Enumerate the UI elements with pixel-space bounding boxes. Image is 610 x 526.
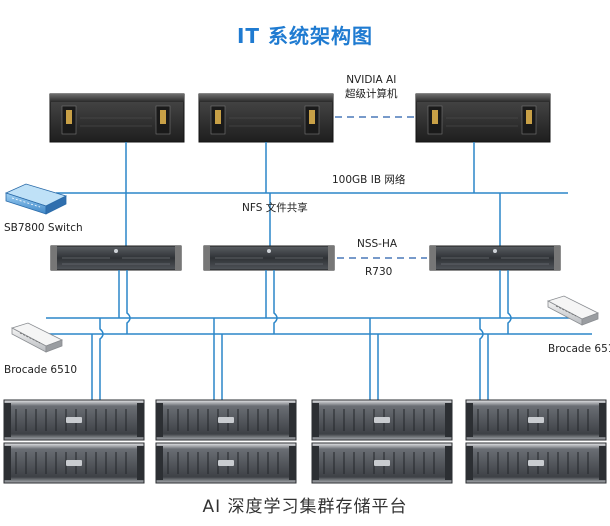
storage-array xyxy=(3,399,607,484)
storage-enclosure xyxy=(3,399,145,441)
r730-server-3 xyxy=(429,245,561,271)
footer-caption: AI 深度学习集群存储平台 xyxy=(202,497,408,517)
gpu-server-3 xyxy=(415,93,551,143)
storage-enclosure xyxy=(155,442,297,484)
san-fabric xyxy=(46,270,592,400)
sb7800-switch xyxy=(4,183,68,215)
storage-enclosure xyxy=(3,442,145,484)
brocade-left-label: Brocade 6510 xyxy=(4,364,78,376)
nfs-label: NFS 文件共享 xyxy=(242,202,308,214)
nvidia-label-line1: NVIDIA AI xyxy=(346,74,397,86)
switch-label: SB7800 Switch xyxy=(4,222,83,234)
nss-ha-label: NSS-HA xyxy=(357,238,398,250)
page-title: IT 系统架构图 xyxy=(236,24,374,48)
storage-enclosure xyxy=(155,399,297,441)
ib-to-r730-links xyxy=(125,193,501,246)
r730-server-1 xyxy=(50,245,182,271)
storage-enclosure xyxy=(311,442,453,484)
gpu-server-1 xyxy=(49,93,185,143)
r730-label: R730 xyxy=(365,266,393,278)
brocade-6510-right xyxy=(546,295,599,326)
storage-enclosure xyxy=(465,442,607,484)
ib-network-label: 100GB IB 网络 xyxy=(332,174,406,186)
brocade-6510-left xyxy=(10,322,63,353)
r730-server-2 xyxy=(203,245,335,271)
nvidia-label-line2: 超级计算机 xyxy=(345,87,398,100)
gpu-to-ib-links xyxy=(125,142,475,193)
storage-enclosure xyxy=(465,399,607,441)
storage-enclosure xyxy=(311,399,453,441)
nvidia-label: NVIDIA AI 超级计算机 xyxy=(345,74,398,101)
gpu-server-2 xyxy=(198,93,334,143)
brocade-right-label: Brocade 651 xyxy=(548,343,610,355)
